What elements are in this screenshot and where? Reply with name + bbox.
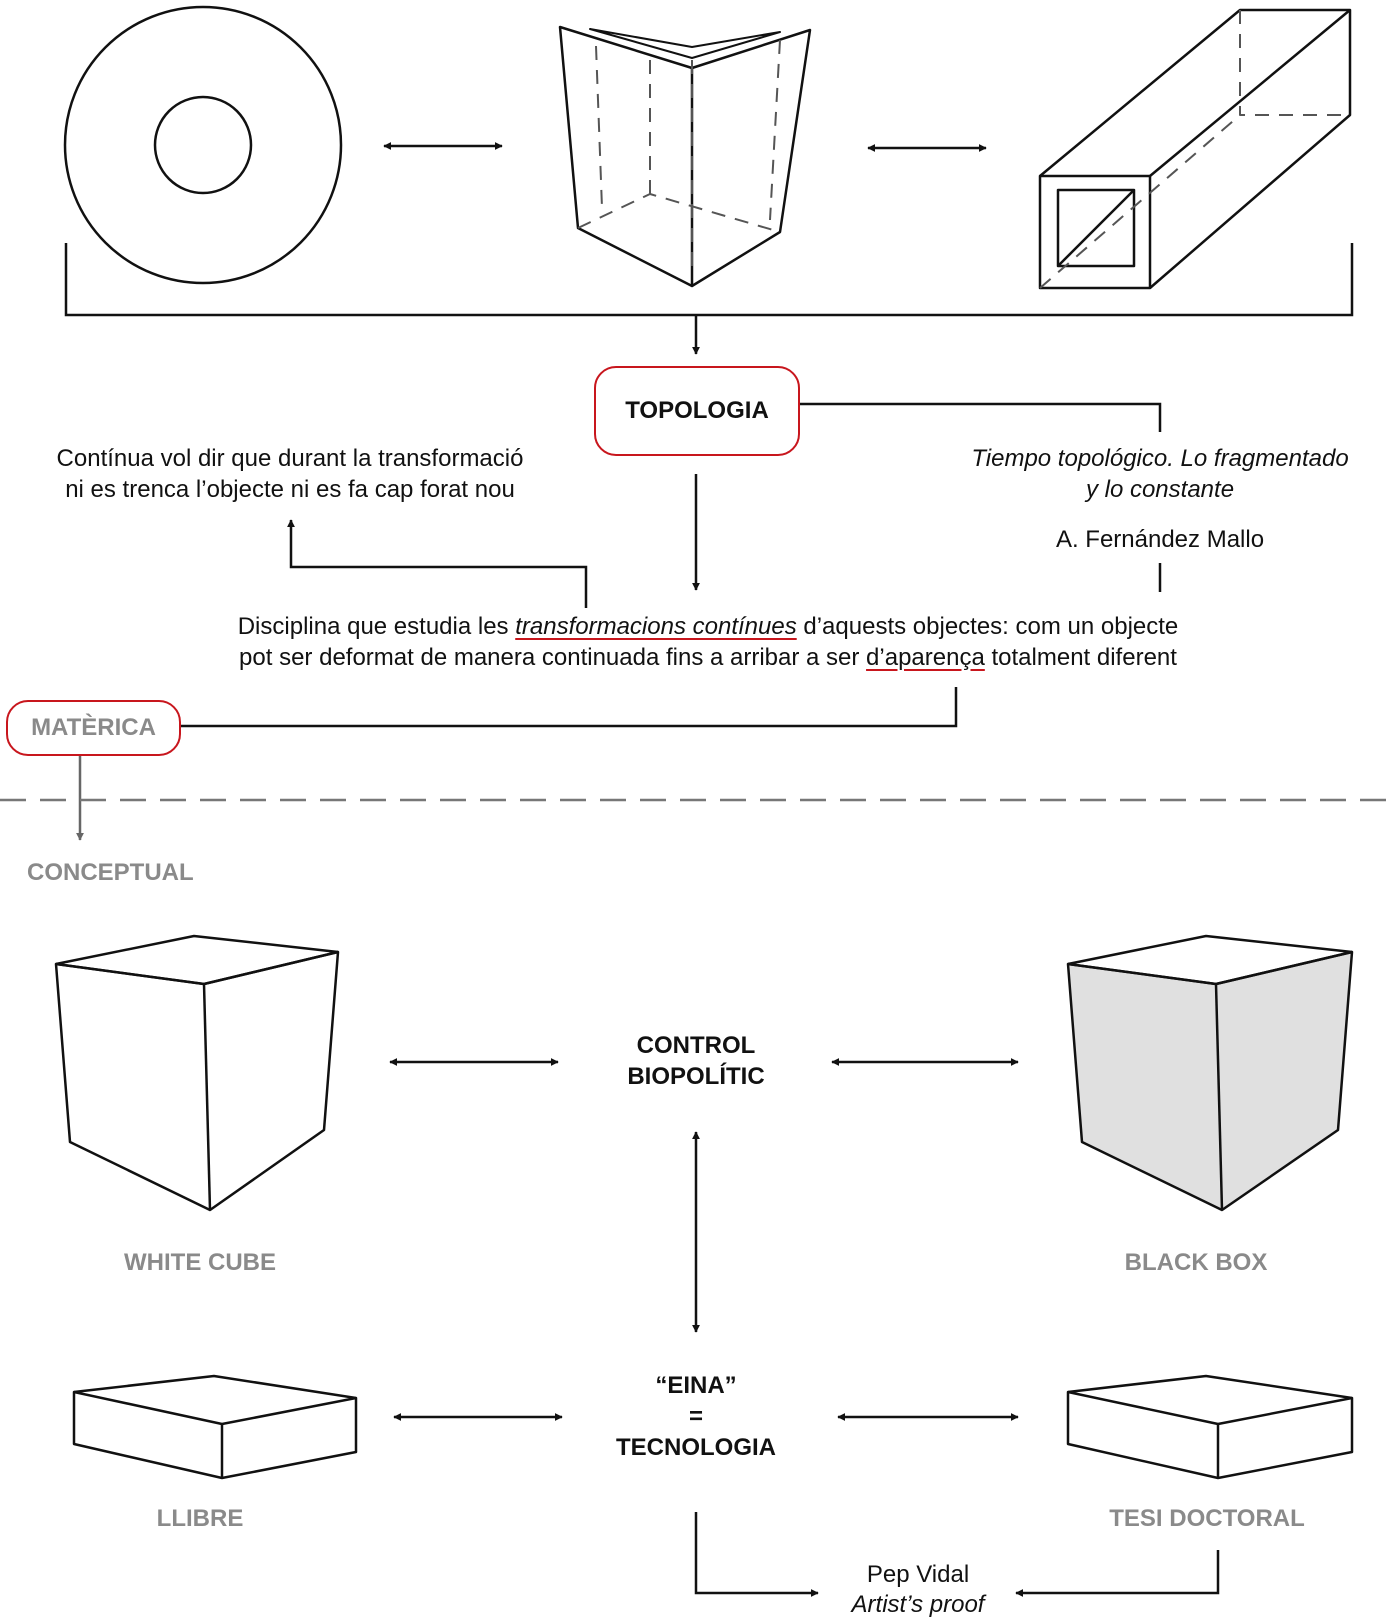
torus-icon — [63, 5, 343, 285]
control-line1: CONTROL — [636, 1032, 756, 1059]
grouping-bracket — [64, 243, 1354, 317]
material-level-box: MATÈRICA — [6, 700, 181, 756]
definition-underlined-appearance: d’aparença — [866, 644, 985, 671]
continuity-note: Contínua vol dir que durant la transform… — [57, 443, 524, 505]
connector-material-appearance — [181, 687, 958, 728]
control-biopolitic: CONTROL BIOPOLÍTIC — [627, 1030, 764, 1092]
tool-line1: “EINA” — [655, 1372, 737, 1399]
white-cube-label: WHITE CUBE — [124, 1249, 276, 1276]
black-box-label: BLACK BOX — [1124, 1249, 1268, 1276]
definition-l1-a: Disciplina que estudia les — [237, 613, 516, 640]
definition-underlined-continuous: transformacions contínues — [515, 613, 797, 640]
topology-title-box: TOPOLOGIA — [594, 366, 800, 456]
white-cube-icon — [54, 934, 340, 1212]
arrow-definition-note — [287, 519, 588, 608]
continuity-note-line1: Contínua vol dir que durant la transform… — [56, 445, 524, 472]
control-line2: BIOPOLÍTIC — [627, 1063, 765, 1090]
arrow-tool-author — [694, 1512, 819, 1597]
book-icon — [72, 1374, 358, 1480]
definition-line2: pot ser deformat de manera continuada fi… — [238, 642, 1179, 673]
connector-topology-reference — [800, 402, 1162, 432]
author-name: Pep Vidal — [866, 1561, 970, 1588]
topology-title: TOPOLOGIA — [625, 397, 769, 424]
vase-icon — [558, 25, 812, 288]
tool-line3: TECNOLOGIA — [616, 1434, 776, 1461]
thesis-label: TESI DOCTORAL — [1109, 1505, 1305, 1532]
black-box-icon — [1066, 934, 1354, 1212]
definition-line1: Disciplina que estudia les transformacio… — [238, 611, 1179, 642]
topology-definition: Disciplina que estudia les transformacio… — [238, 611, 1179, 673]
book-label: LLIBRE — [156, 1505, 244, 1532]
artwork-title: Artist’s proof — [851, 1591, 985, 1618]
material-level-label: MATÈRICA — [31, 714, 156, 741]
thesis-icon — [1066, 1374, 1354, 1480]
definition-l2-a: pot ser deformat de manera continuada fi… — [239, 644, 867, 671]
conceptual-level-label: CONCEPTUAL — [27, 859, 194, 886]
tool-technology: “EINA” = TECNOLOGIA — [616, 1370, 776, 1463]
tube-icon — [1038, 8, 1352, 290]
reference-title-line2: y lo constante — [1085, 476, 1235, 503]
reference-title-line1: Tiempo topológico. Lo fragmentado — [971, 445, 1349, 472]
reference-title: Tiempo topológico. Lo fragmentado y lo c… — [971, 443, 1348, 505]
author-credit: Pep Vidal Artist’s proof — [852, 1560, 985, 1620]
reference-author: A. Fernández Mallo — [1055, 526, 1265, 553]
definition-l1-b: d’aquests objectes: com un objecte — [796, 613, 1179, 640]
continuity-note-line2: ni es trenca l’objecte ni es fa cap fora… — [65, 476, 515, 503]
definition-l2-b: totalment diferent — [984, 644, 1177, 671]
tool-line2: = — [688, 1403, 703, 1430]
arrow-thesis-author — [1015, 1550, 1220, 1597]
